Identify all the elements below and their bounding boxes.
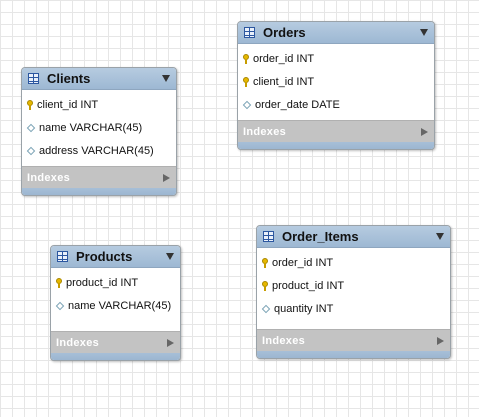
column-label: product_id INT [66,276,139,289]
expand-arrow-icon[interactable] [167,338,174,347]
table-card-orders[interactable]: Orders order_id INT client_id INT order_… [237,21,435,150]
column-list: order_id INT product_id INT quantity INT [257,248,450,329]
indexes-label: Indexes [56,336,100,349]
column-list: client_id INT name VARCHAR(45) address V… [22,90,176,166]
table-title: Clients [47,71,91,86]
primary-key-icon [262,257,268,268]
column-label: order_id INT [272,256,334,269]
table-footer [51,353,180,360]
primary-key-icon [56,277,62,288]
table-header[interactable]: Orders [238,22,434,44]
column-list: order_id INT client_id INT order_date DA… [238,44,434,120]
indexes-section[interactable]: Indexes [51,331,180,353]
column-diamond-icon [242,100,252,109]
expand-arrow-icon[interactable] [163,173,170,182]
table-footer [257,351,450,358]
column-row[interactable]: name VARCHAR(45) [51,294,180,317]
column-row[interactable]: product_id INT [51,271,180,294]
indexes-label: Indexes [27,171,71,184]
table-header[interactable]: Clients [22,68,176,90]
column-label: name VARCHAR(45) [39,121,143,134]
column-label: client_id INT [37,98,99,111]
column-row[interactable]: order_id INT [238,47,434,70]
column-diamond-icon [261,304,271,313]
table-card-order-items[interactable]: Order_Items order_id INT product_id INT … [256,225,451,359]
collapse-arrow-icon[interactable] [436,233,444,240]
column-label: order_id INT [253,52,315,65]
indexes-section[interactable]: Indexes [22,166,176,188]
column-label: quantity INT [274,302,334,315]
indexes-section[interactable]: Indexes [238,120,434,142]
table-icon [57,251,68,262]
column-label: client_id INT [253,75,315,88]
column-row[interactable]: name VARCHAR(45) [22,116,176,139]
column-list: product_id INT name VARCHAR(45) [51,268,180,331]
primary-key-icon [243,53,249,64]
column-row[interactable]: order_id INT [257,251,450,274]
primary-key-icon [262,280,268,291]
column-row[interactable]: client_id INT [22,93,176,116]
column-label: name VARCHAR(45) [68,299,172,312]
expand-arrow-icon[interactable] [437,336,444,345]
table-title: Orders [263,25,306,40]
indexes-label: Indexes [262,334,306,347]
expand-arrow-icon[interactable] [421,127,428,136]
column-diamond-icon [26,146,36,155]
primary-key-icon [243,76,249,87]
column-diamond-icon [26,123,36,132]
primary-key-icon [27,99,33,110]
indexes-label: Indexes [243,125,287,138]
column-label: address VARCHAR(45) [39,144,154,157]
table-title: Order_Items [282,229,359,244]
table-header[interactable]: Products [51,246,180,268]
collapse-arrow-icon[interactable] [162,75,170,82]
column-row[interactable]: client_id INT [238,70,434,93]
table-icon [263,231,274,242]
column-row[interactable]: quantity INT [257,297,450,320]
table-footer [238,142,434,149]
indexes-section[interactable]: Indexes [257,329,450,351]
table-icon [244,27,255,38]
collapse-arrow-icon[interactable] [420,29,428,36]
column-row[interactable]: product_id INT [257,274,450,297]
column-row[interactable]: order_date DATE [238,93,434,116]
table-card-products[interactable]: Products product_id INT name VARCHAR(45)… [50,245,181,361]
column-label: product_id INT [272,279,345,292]
collapse-arrow-icon[interactable] [166,253,174,260]
table-footer [22,188,176,195]
table-card-clients[interactable]: Clients client_id INT name VARCHAR(45) a… [21,67,177,196]
table-header[interactable]: Order_Items [257,226,450,248]
table-title: Products [76,249,133,264]
table-icon [28,73,39,84]
column-row[interactable]: address VARCHAR(45) [22,139,176,162]
column-label: order_date DATE [255,98,340,111]
column-diamond-icon [55,301,65,310]
